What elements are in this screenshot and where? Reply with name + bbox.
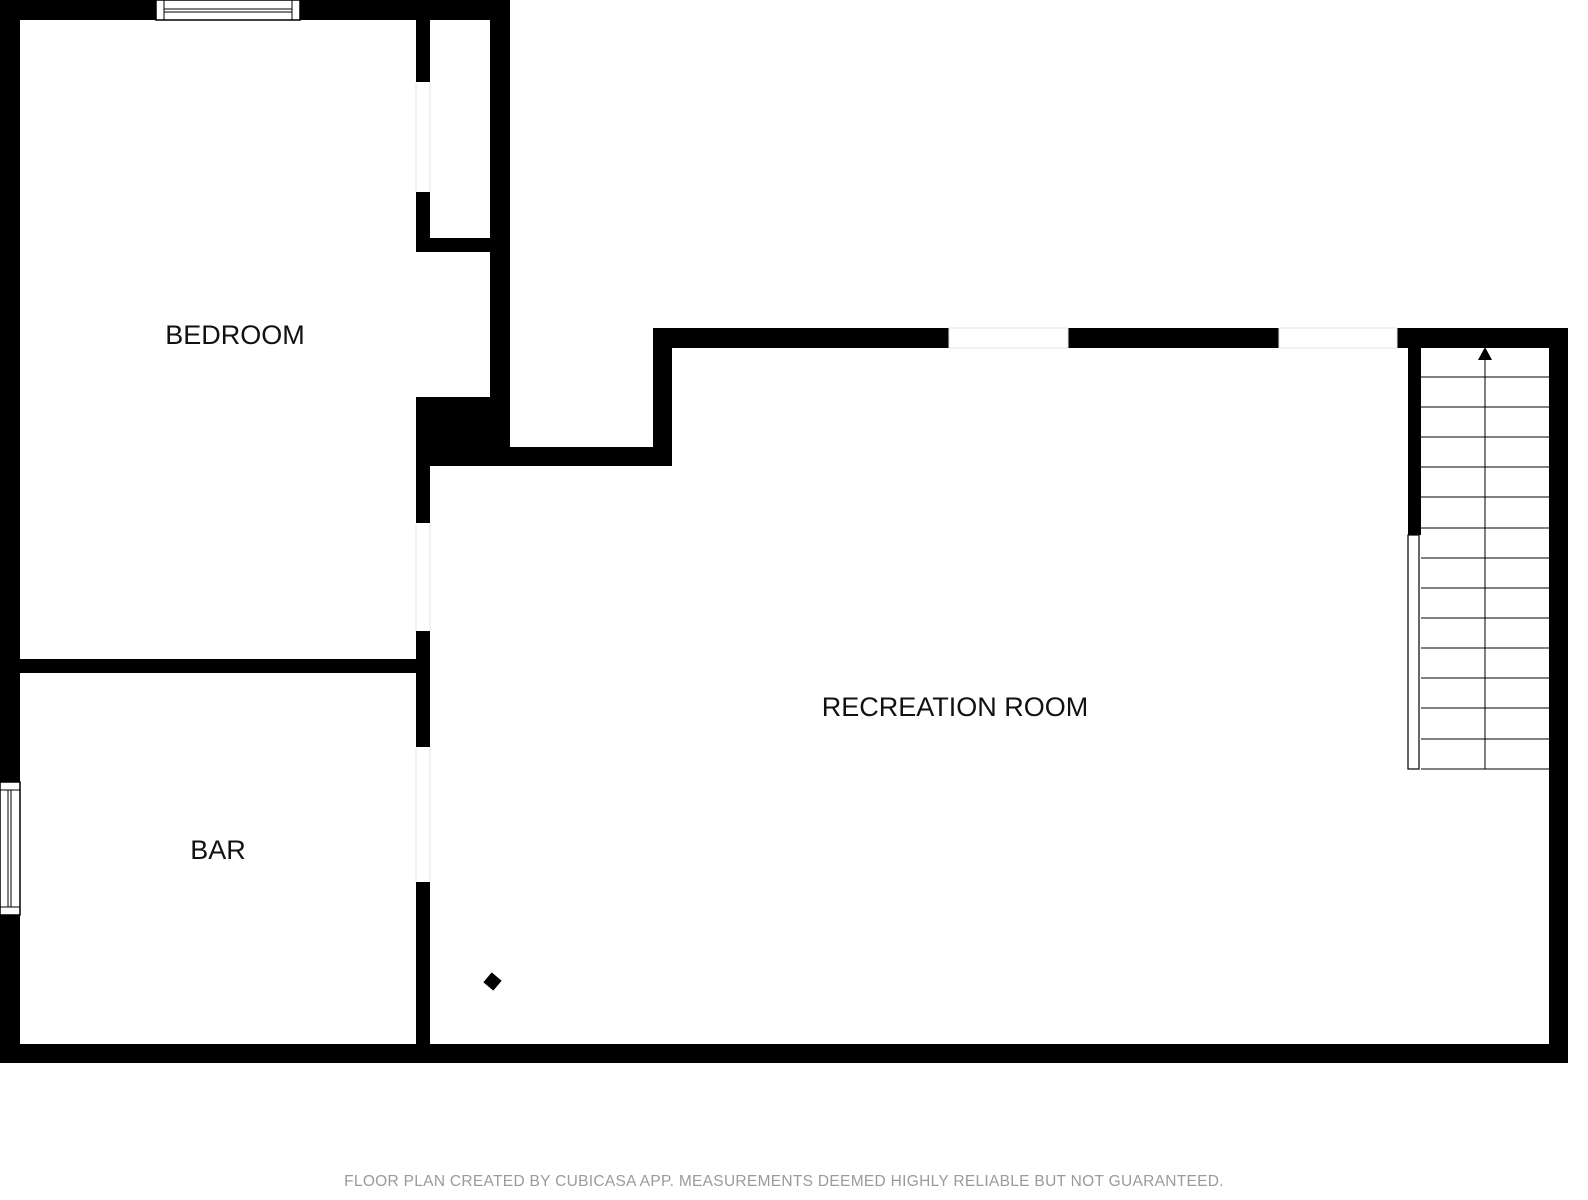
footer-disclaimer: FLOOR PLAN CREATED BY CUBICASA APP. MEAS…: [344, 1173, 1224, 1190]
wall-closet-bottom: [416, 238, 510, 252]
wall-closet-lower: [416, 192, 430, 252]
wall-closet-upper: [416, 0, 430, 82]
door-openings: [415, 82, 431, 882]
wall-stair-side: [1408, 340, 1421, 535]
wall-rec-top-1: [653, 328, 949, 348]
stairs-icon: [1407, 360, 1549, 770]
wall-step-vertical: [653, 328, 672, 466]
wall-interior-3: [416, 882, 430, 1063]
arrow-up-icon: [1478, 347, 1492, 360]
wall-bedroom-right: [490, 0, 510, 466]
window-rec-top-1: [948, 327, 1069, 349]
walls: [0, 0, 1568, 1063]
room-label-bedroom: BEDROOM: [165, 320, 305, 350]
window-rec-top-2: [1278, 327, 1398, 349]
wall-bedroom-top-left: [0, 0, 156, 20]
wall-interior-2: [416, 631, 430, 747]
wall-bedroom-bar: [0, 659, 430, 673]
wall-interior-1: [416, 466, 430, 523]
wall-rec-top-2: [1068, 328, 1279, 348]
wall-step-bottom: [490, 447, 672, 466]
room-label-recreation-room: RECREATION ROOM: [822, 692, 1089, 722]
wall-bottom: [0, 1044, 1568, 1063]
window-bar-left: [0, 781, 21, 916]
window-icon: [0, 0, 1398, 916]
wall-right: [1549, 328, 1568, 1063]
room-label-bar: BAR: [190, 835, 246, 865]
window-bedroom-top: [155, 0, 301, 21]
post-marker: [483, 972, 502, 991]
wall-rec-top-3: [1397, 328, 1568, 348]
wall-bedroom-top-right: [300, 0, 510, 20]
